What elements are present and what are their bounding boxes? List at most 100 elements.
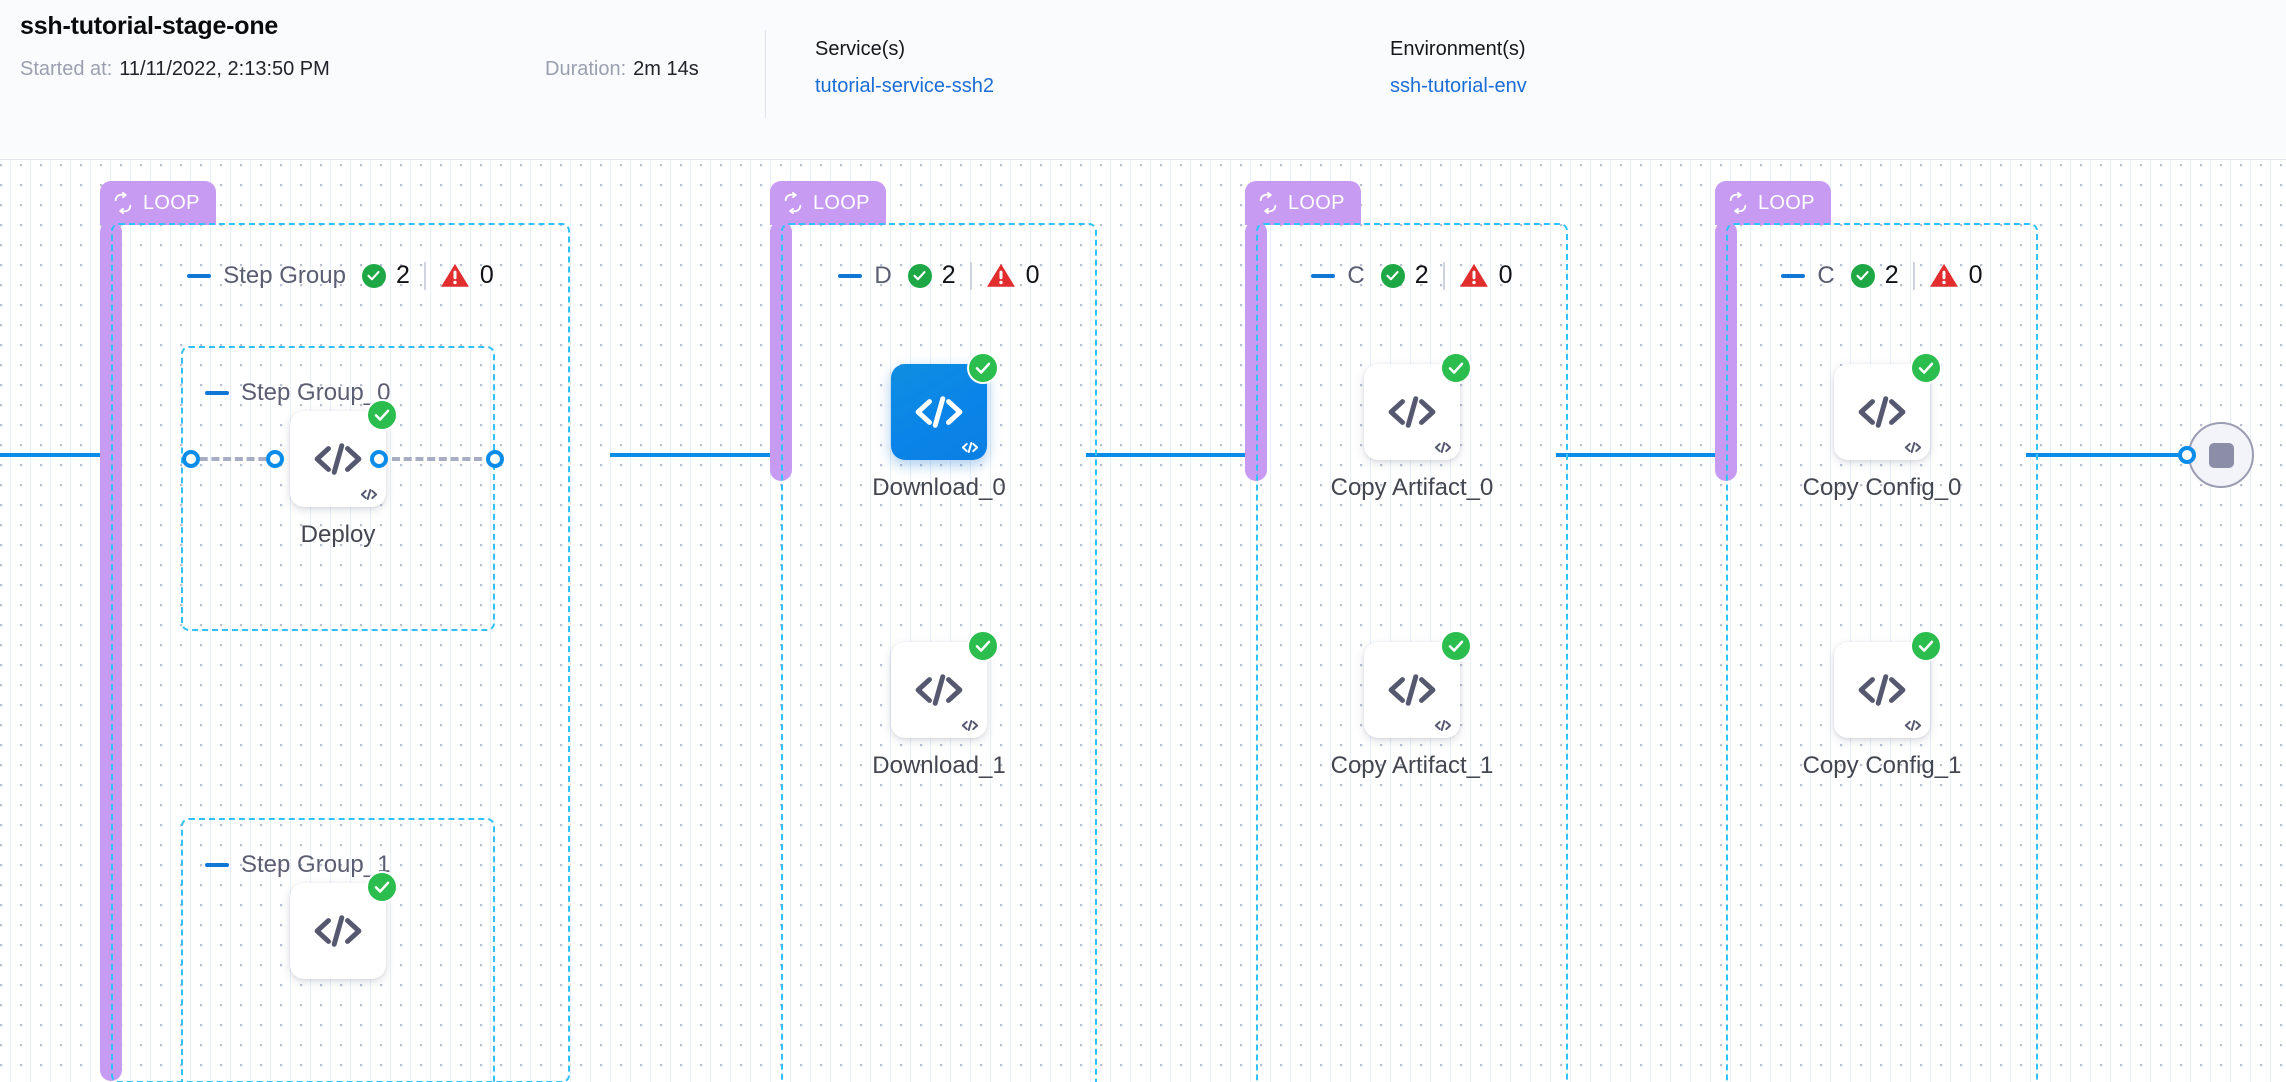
pipeline-end-node[interactable] bbox=[2188, 422, 2254, 488]
success-count-1: 2 bbox=[395, 261, 410, 289]
loop-badge-4[interactable]: LOOP bbox=[1715, 181, 1831, 225]
wire-entry bbox=[0, 453, 100, 457]
code-corner-icon bbox=[961, 441, 979, 454]
loop-badge-label-1: LOOP bbox=[143, 191, 200, 214]
code-corner-icon bbox=[1434, 441, 1452, 454]
stat-divider bbox=[969, 261, 972, 290]
error-warning-icon bbox=[1929, 262, 1959, 289]
header-meta-row: Started at: 11/11/2022, 2:13:50 PM Durat… bbox=[20, 58, 699, 81]
inner-group-title-0: Step Group_0 bbox=[241, 379, 391, 406]
inner-group-box-step-group-1[interactable] bbox=[181, 818, 495, 1082]
inner-group-header-0: Step Group_0 bbox=[205, 379, 390, 407]
group-stats-2: 2 0 bbox=[907, 261, 1040, 290]
loop-badge-label-3: LOOP bbox=[1288, 191, 1345, 214]
wire-col3-col4 bbox=[1556, 453, 1716, 457]
group-stats-1: 2 0 bbox=[361, 261, 494, 290]
step-node-copy-artifact-1: Copy Artifact_1 bbox=[1331, 630, 1493, 779]
step-node-tile[interactable] bbox=[1364, 352, 1472, 460]
code-corner-icon bbox=[1904, 719, 1922, 732]
step-node-tile[interactable] bbox=[1834, 630, 1942, 738]
step-group-box-3[interactable] bbox=[1256, 223, 1568, 1082]
collapse-toggle-icon[interactable] bbox=[1311, 273, 1336, 278]
services-block: Service(s) tutorial-service-ssh2 bbox=[815, 38, 994, 98]
port-inner-group-left-edge[interactable] bbox=[182, 450, 200, 468]
code-icon bbox=[313, 440, 363, 478]
code-icon bbox=[1387, 393, 1437, 431]
collapse-toggle-icon[interactable] bbox=[205, 863, 229, 867]
code-corner-icon bbox=[360, 488, 378, 501]
collapse-toggle-icon[interactable] bbox=[187, 273, 212, 278]
success-check-icon bbox=[1380, 263, 1405, 288]
duration-value: 2m 14s bbox=[633, 58, 699, 80]
node-success-badge bbox=[1440, 352, 1472, 384]
started-at-label: Started at: bbox=[20, 58, 113, 80]
node-success-badge bbox=[967, 352, 999, 384]
group-stats-3: 2 0 bbox=[1380, 261, 1513, 290]
port-node-right[interactable] bbox=[370, 450, 388, 468]
port-node-left[interactable] bbox=[266, 450, 284, 468]
started-at-value: 11/11/2022, 2:13:50 PM bbox=[119, 58, 330, 80]
step-node-tile[interactable] bbox=[290, 871, 398, 979]
port-stub-right-outer bbox=[392, 457, 482, 461]
step-node-label: Copy Config_0 bbox=[1802, 474, 1962, 501]
stat-divider bbox=[423, 261, 426, 290]
step-group-box-2[interactable] bbox=[781, 223, 1097, 1082]
collapse-toggle-icon[interactable] bbox=[1781, 273, 1806, 278]
step-node-label: Copy Artifact_0 bbox=[1330, 474, 1494, 501]
page-title: ssh-tutorial-stage-one bbox=[20, 12, 279, 40]
loop-badge-2[interactable]: LOOP bbox=[770, 181, 886, 225]
node-success-badge bbox=[1440, 630, 1472, 662]
code-icon bbox=[313, 912, 363, 950]
step-group-box-4[interactable] bbox=[1726, 223, 2038, 1082]
inner-group-title-1: Step Group_1 bbox=[241, 851, 391, 878]
code-icon bbox=[1857, 671, 1907, 709]
node-success-badge bbox=[1910, 352, 1942, 384]
group-header-1: Step Group 2 0 bbox=[111, 261, 570, 290]
service-link[interactable]: tutorial-service-ssh2 bbox=[815, 75, 994, 97]
error-count-4: 0 bbox=[1968, 261, 1983, 289]
step-node-tile[interactable] bbox=[891, 352, 999, 460]
step-node-tile[interactable] bbox=[891, 630, 999, 738]
group-title-2: D bbox=[874, 261, 892, 289]
group-header-3: C 2 0 bbox=[1256, 261, 1568, 290]
step-node-copy-config-1: Copy Config_1 bbox=[1803, 630, 1961, 779]
node-success-badge bbox=[366, 871, 398, 903]
loop-badge-3[interactable]: LOOP bbox=[1245, 181, 1361, 225]
error-warning-icon bbox=[440, 262, 470, 289]
services-label: Service(s) bbox=[815, 38, 906, 60]
step-node-stepgroup1-child bbox=[290, 871, 398, 979]
code-icon bbox=[1387, 671, 1437, 709]
environments-block: Environment(s) ssh-tutorial-env bbox=[1390, 38, 1527, 98]
step-node-tile[interactable] bbox=[1364, 630, 1472, 738]
collapse-toggle-icon[interactable] bbox=[838, 273, 863, 278]
step-node-download-1: Download_1 bbox=[872, 630, 1006, 779]
inner-group-header-1: Step Group_1 bbox=[205, 851, 390, 879]
wire-col2-col3 bbox=[1086, 453, 1246, 457]
step-node-label: Deploy bbox=[300, 521, 376, 548]
environment-link[interactable]: ssh-tutorial-env bbox=[1390, 75, 1527, 97]
collapse-toggle-icon[interactable] bbox=[205, 391, 229, 395]
step-node-label: Download_1 bbox=[872, 752, 1006, 779]
pipeline-canvas[interactable]: LOOP Step Group 2 0 Step Group_0 bbox=[0, 161, 2286, 1082]
duration-label: Duration: bbox=[545, 58, 627, 80]
loop-badge-1[interactable]: LOOP bbox=[100, 181, 216, 225]
wire-col4-end bbox=[2026, 453, 2186, 457]
duration-block: Duration: 2m 14s bbox=[545, 58, 699, 81]
loop-icon bbox=[782, 192, 804, 214]
step-node-label: Download_0 bbox=[872, 474, 1006, 501]
group-header-2: D 2 0 bbox=[781, 261, 1097, 290]
success-count-2: 2 bbox=[941, 261, 956, 289]
port-inner-group-right-edge[interactable] bbox=[486, 450, 504, 468]
loop-badge-label-4: LOOP bbox=[1758, 191, 1815, 214]
error-count-2: 0 bbox=[1025, 261, 1040, 289]
success-check-icon bbox=[907, 263, 932, 288]
success-check-icon bbox=[1850, 263, 1875, 288]
step-node-tile[interactable] bbox=[1834, 352, 1942, 460]
inner-group-box-step-group-0[interactable] bbox=[181, 346, 495, 631]
loop-icon bbox=[1727, 192, 1749, 214]
code-icon bbox=[914, 671, 964, 709]
wire-col1-col2 bbox=[610, 453, 770, 457]
port-end-node[interactable] bbox=[2178, 446, 2196, 464]
stage-header: ssh-tutorial-stage-one Started at: 11/11… bbox=[0, 0, 2286, 160]
loop-badge-label-2: LOOP bbox=[813, 191, 870, 214]
